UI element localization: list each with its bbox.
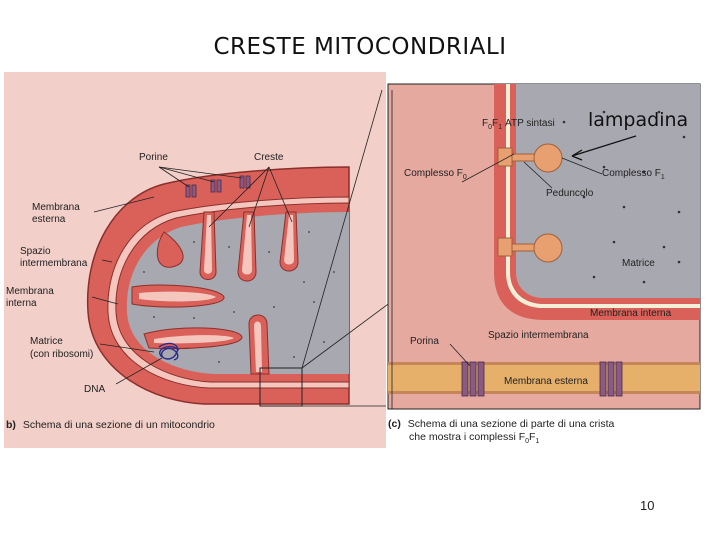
label-spazio-intermembrana-2: intermembrana	[20, 258, 88, 269]
label-complesso-f1-sub: 1	[661, 174, 665, 181]
label-complesso-f0-text: Complesso F	[404, 168, 463, 179]
label-complesso-f1: Complesso F1	[602, 168, 665, 181]
crista-detail	[387, 83, 701, 410]
caption-b-text: Schema di una sezione di un mitocondrio	[23, 419, 215, 431]
label-atp-text: ATP sintasi	[505, 118, 555, 129]
mitochondrion-section	[86, 166, 350, 407]
label-membrana-esterna-1: Membrana	[32, 202, 80, 213]
caption-c-line2-text: che mostra i complessi F	[409, 431, 525, 443]
label-membrana-interna-2: interna	[6, 298, 37, 309]
caption-c-line2: che mostra i complessi F0F1	[409, 431, 539, 445]
caption-c-letter: (c)	[388, 418, 401, 430]
label-atp-f1: F	[492, 118, 498, 129]
slide-title: CRESTE MITOCONDRIALI	[213, 34, 507, 60]
label-spazio-intermembrana-detail: Spazio intermembrana	[488, 330, 589, 341]
caption-c-f: F	[529, 431, 535, 443]
caption-c-sub1: 1	[535, 438, 539, 445]
label-complesso-f0: Complesso F0	[404, 168, 467, 181]
label-porine: Porine	[139, 152, 168, 163]
label-membrana-esterna-2: esterna	[32, 214, 66, 225]
label-matrice-2: (con ribosomi)	[30, 349, 93, 360]
caption-c-text: Schema di una sezione di parte di una cr…	[408, 418, 615, 430]
label-atp-sub0: 0	[488, 124, 492, 131]
right-leader-lines	[391, 90, 603, 409]
label-dna: DNA	[84, 384, 105, 395]
label-matrice-detail: Matrice	[622, 258, 655, 269]
label-matrice-1: Matrice	[30, 336, 63, 347]
label-complesso-f1-text: Complesso F	[602, 168, 661, 179]
label-atp-sub1: 1	[498, 124, 502, 131]
page-number: 10	[640, 498, 655, 513]
label-complesso-f0-sub: 0	[463, 174, 467, 181]
label-peduncolo: Peduncolo	[546, 188, 594, 199]
caption-b-letter: b)	[6, 419, 16, 431]
label-membrana-interna-1: Membrana	[6, 286, 54, 297]
annotation-lampadina: lampadina	[588, 109, 688, 131]
caption-b: b) Schema di una sezione di un mitocondr…	[6, 419, 215, 431]
caption-c-line1: (c) Schema di una sezione di parte di un…	[388, 418, 615, 430]
mitochondrion-figure: Porine Creste Membrana esterna Spazio in…	[4, 72, 704, 448]
lampadina-arrow	[571, 135, 637, 161]
caption-c-sub0: 0	[525, 438, 529, 445]
label-membrana-esterna-detail: Membrana esterna	[504, 376, 588, 387]
label-creste: Creste	[254, 152, 284, 163]
label-porina: Porina	[410, 336, 439, 347]
label-membrana-interna-detail: Membrana interna	[590, 308, 672, 319]
label-atp-f0: F	[482, 118, 488, 129]
label-spazio-intermembrana-1: Spazio	[20, 246, 51, 257]
